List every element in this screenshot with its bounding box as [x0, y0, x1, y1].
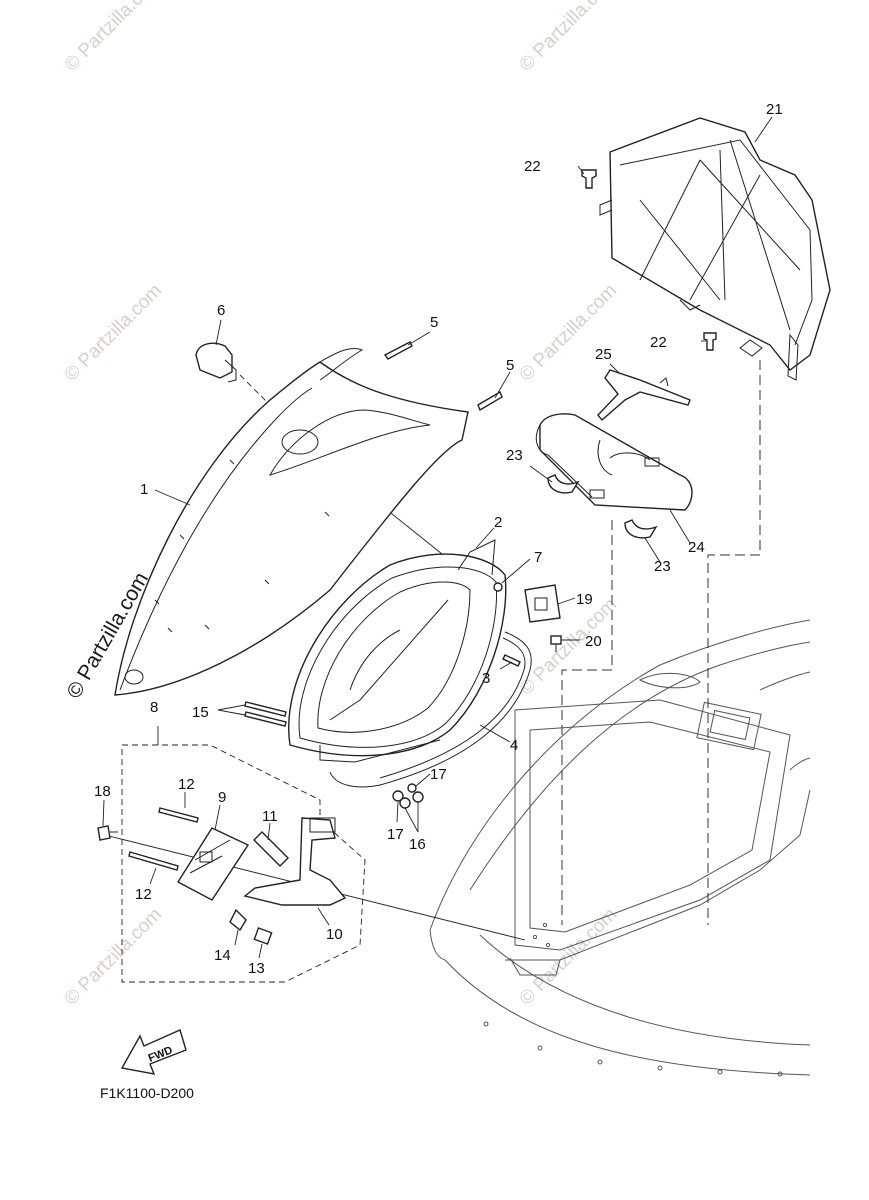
- callout-7: 7: [534, 549, 542, 566]
- watermark: © Partzilla.com: [516, 0, 621, 76]
- diagram-code: F1K1100-D200: [100, 1085, 194, 1101]
- part-band: [547, 474, 658, 539]
- callout-1: 1: [140, 481, 148, 498]
- watermark: © Partzilla.com: [61, 0, 166, 76]
- callout-11: 11: [262, 808, 278, 825]
- assembly-box: [121, 744, 366, 983]
- callout-13: 13: [248, 960, 265, 977]
- callout-22b: 22: [650, 334, 667, 351]
- part-plate: [524, 584, 561, 623]
- callout-6: 6: [217, 302, 225, 319]
- forward-arrow-icon: FWD: [120, 1029, 187, 1075]
- callout-9: 9: [218, 789, 226, 806]
- callout-21: 21: [766, 101, 783, 118]
- callout-17a: 17: [430, 766, 447, 783]
- callout-3: 3: [482, 670, 490, 687]
- callout-2: 2: [494, 514, 502, 531]
- callout-25: 25: [595, 346, 612, 363]
- callout-12b: 12: [135, 886, 152, 903]
- callout-23b: 23: [654, 558, 671, 575]
- callout-5b: 5: [506, 357, 514, 374]
- part-cover-panel: [599, 117, 831, 381]
- part-hood: [114, 348, 469, 696]
- watermark: © Partzilla.com: [516, 280, 621, 385]
- callout-17b: 17: [387, 826, 404, 843]
- callout-labels: 1 2 3 4 5 5 6 7 8 9 10 11 12 12 13 14 15…: [94, 101, 783, 977]
- part-bolt: [244, 701, 287, 727]
- callout-4: 4: [510, 737, 518, 754]
- callout-24: 24: [688, 539, 705, 556]
- callout-16: 16: [409, 836, 426, 853]
- part-nut: [392, 783, 424, 809]
- part-clip: [581, 169, 717, 351]
- part-screw: [550, 635, 562, 652]
- callout-23a: 23: [506, 447, 523, 464]
- callout-20: 20: [585, 633, 602, 650]
- callout-12a: 12: [178, 776, 195, 793]
- callout-22a: 22: [524, 158, 541, 175]
- watermark: © Partzilla.com: [61, 280, 166, 385]
- watermark: © Partzilla.com: [61, 904, 166, 1009]
- callout-10: 10: [326, 926, 343, 943]
- callout-15: 15: [192, 704, 209, 721]
- part-tool-bag: [535, 413, 693, 511]
- part-storage-bin: [288, 539, 532, 788]
- callout-14: 14: [214, 947, 231, 964]
- callout-18: 18: [94, 783, 111, 800]
- callout-19: 19: [576, 591, 593, 608]
- part-small-screw: [493, 582, 521, 667]
- callout-8: 8: [150, 699, 158, 716]
- part-bracket: [597, 369, 691, 422]
- hull-outline: [429, 619, 811, 1077]
- part-hood-latch: [195, 342, 237, 383]
- part-latch-assembly: [97, 807, 347, 945]
- leader-lines: [102, 116, 773, 959]
- callout-5a: 5: [430, 314, 438, 331]
